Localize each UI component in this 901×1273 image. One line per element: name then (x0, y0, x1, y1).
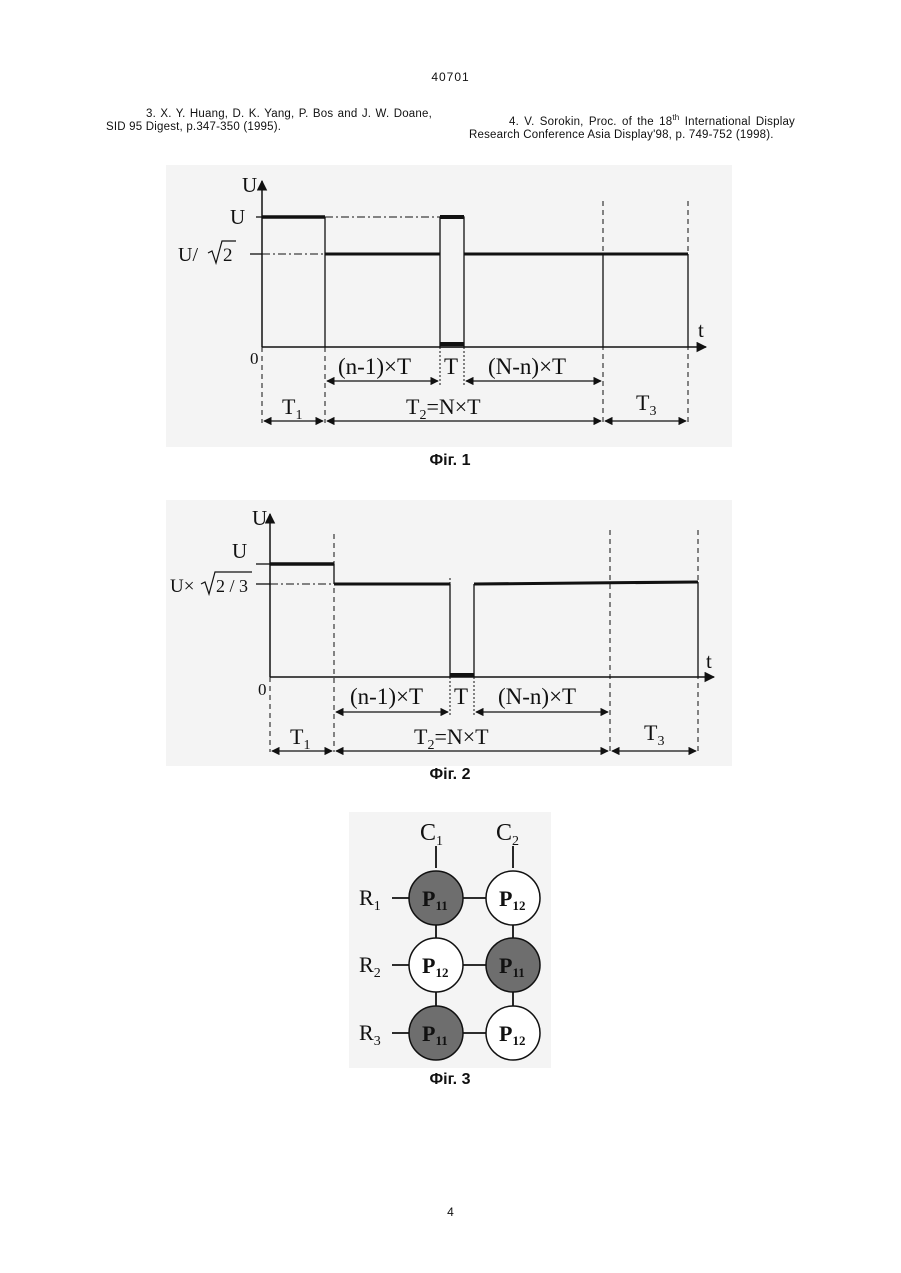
fig3-pixel-r2-c2-main: P (499, 953, 512, 978)
fig1-t1-main: T (282, 394, 296, 419)
fig2-u-rms-root: 2 / 3 (216, 576, 248, 596)
fig2-u-rms-label: U× (170, 576, 194, 597)
fig3-column-c1-sub: 1 (436, 834, 443, 849)
fig2-u-level-label: U (232, 539, 247, 563)
fig3-row-r2-sub: 2 (374, 966, 381, 981)
fig1-t3-sub: 3 (649, 404, 656, 419)
fig1-t2-sub: 2 (419, 408, 426, 423)
fig3-pixel-r2-c2-sub: 11 (512, 965, 524, 980)
fig2-t1-main: T (290, 724, 304, 749)
fig3-pixel-r1-c2-main: P (499, 886, 512, 911)
fig1-y-axis-label: U (242, 173, 257, 197)
fig3-pixel-r3-c1-main: P (422, 1021, 435, 1046)
fig2-t2-main: T (414, 724, 428, 749)
fig1-t3-main: T (636, 390, 650, 415)
page-number: 4 (0, 1205, 901, 1219)
fig1-segment-n-minus-n: (N-n)×T (488, 354, 566, 379)
fig3-pixel-r1-c2-sub: 12 (512, 898, 525, 913)
fig1-t1-sub: 1 (295, 408, 302, 423)
reference-3: 3. X. Y. Huang, D. K. Yang, P. Bos and J… (106, 108, 432, 134)
document-number: 40701 (0, 70, 901, 84)
fig3-pixel-r3-c2-sub: 12 (512, 1033, 525, 1048)
fig3-column-c2-sub: 2 (512, 834, 519, 849)
fig2-t2-tail: =N×T (434, 724, 489, 749)
fig2-t3-sub: 3 (657, 734, 664, 749)
fig3-column-c2-main: C (496, 820, 512, 846)
fig1-t2-tail: =N×T (426, 394, 481, 419)
fig2-segment-t: T (454, 684, 468, 709)
fig3-pixel-r1-c1-sub: 11 (435, 898, 447, 913)
fig2-t3-main: T (644, 720, 658, 745)
fig1-u-rms-root: 2 (223, 245, 233, 266)
fig3-row-r3-sub: 3 (374, 1034, 381, 1049)
fig2-origin-label: 0 (258, 680, 267, 699)
figure-3-caption: Фіг. 3 (350, 1071, 550, 1089)
fig3-row-r3-main: R (359, 1020, 374, 1045)
fig2-t1-sub: 1 (303, 738, 310, 753)
fig3-column-c1-main: C (420, 820, 436, 846)
fig1-u-level-label: U (230, 205, 245, 229)
fig1-x-axis-label: t (698, 318, 704, 342)
reference-4-text: 4. V. Sorokin, Proc. of the 18 (509, 116, 672, 128)
fig1-origin-label: 0 (250, 349, 259, 368)
figure-2-diagram: U t 0 U U× 2 / 3 (n-1)×T T (N-n)×T T1 T2… (166, 500, 732, 766)
fig3-pixel-r1-c1-main: P (422, 886, 435, 911)
figure-2-caption: Фіг. 2 (350, 766, 550, 784)
fig2-y-axis-label: U (252, 506, 267, 530)
fig2-x-axis-label: t (706, 649, 712, 673)
fig1-t2-main: T (406, 394, 420, 419)
fig3-pixel-r2-c1-main: P (422, 953, 435, 978)
figure-3-diagram: C1 C2 R1 R2 R3 P11 P12 P12 P11 P11 P12 (349, 812, 551, 1068)
fig3-row-r2-main: R (359, 952, 374, 977)
reference-4: 4. V. Sorokin, Proc. of the 18th Interna… (469, 111, 795, 142)
fig1-t2-label: T2=N×T (406, 394, 481, 423)
fig3-row-r1-main: R (359, 885, 374, 910)
figure-1-diagram: U t 0 U U/ 2 (n-1)×T T (N-n)×T T1 T2=N×T… (166, 165, 732, 447)
fig3-row-r1-sub: 1 (374, 899, 381, 914)
fig2-segment-n-minus-n: (N-n)×T (498, 684, 576, 709)
fig3-pixel-r3-c2-main: P (499, 1021, 512, 1046)
fig2-t2-sub: 2 (427, 738, 434, 753)
fig1-segment-t: T (444, 354, 458, 379)
fig2-segment-n-minus-1: (n-1)×T (350, 684, 423, 709)
fig1-segment-n-minus-1: (n-1)×T (338, 354, 411, 379)
fig2-t2-label: T2=N×T (414, 724, 489, 753)
fig3-pixel-r3-c1-sub: 11 (435, 1033, 447, 1048)
fig3-pixel-r2-c1-sub: 12 (435, 965, 448, 980)
figure-1-caption: Фіг. 1 (350, 452, 550, 470)
fig1-u-rms-label: U/ (178, 244, 198, 266)
